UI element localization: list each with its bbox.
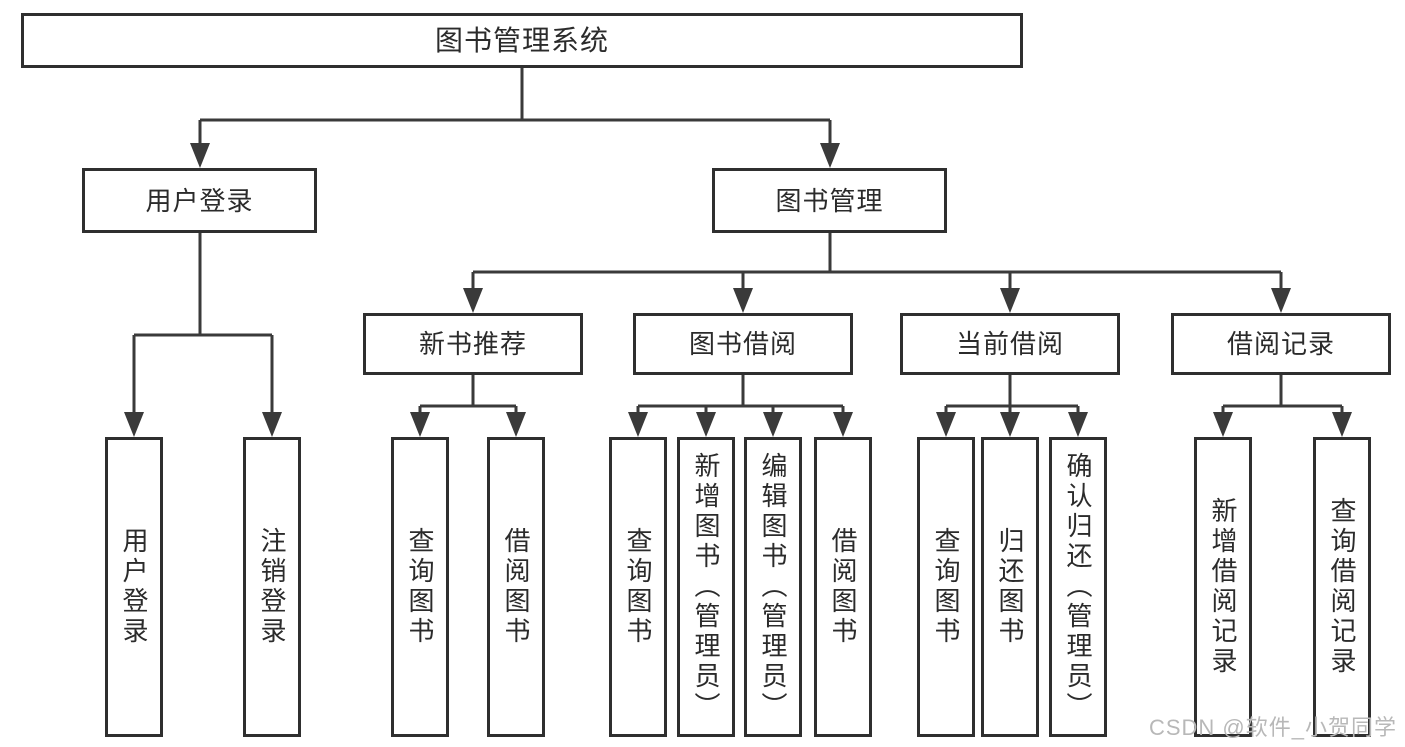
node-borrowing-records: 借阅记录 — [1171, 313, 1391, 375]
node-library-management-system: 图书管理系统 — [21, 13, 1023, 68]
leaf-borrow-books-borrowing: 借阅图书 — [814, 437, 872, 737]
leaf-logout: 注销登录 — [243, 437, 301, 737]
leaf-borrow-books-recommend: 借阅图书 — [487, 437, 545, 737]
node-book-management: 图书管理 — [712, 168, 947, 233]
leaf-add-book-admin: 新增图书（管理员） — [677, 437, 735, 737]
node-new-book-recommendation: 新书推荐 — [363, 313, 583, 375]
node-current-borrowing: 当前借阅 — [900, 313, 1120, 375]
leaf-return-book: 归还图书 — [981, 437, 1039, 737]
leaf-query-books-recommend: 查询图书 — [391, 437, 449, 737]
leaf-user-login: 用户登录 — [105, 437, 163, 737]
arrowheads — [124, 143, 1352, 437]
leaf-query-books-current: 查询图书 — [917, 437, 975, 737]
node-book-borrowing: 图书借阅 — [633, 313, 853, 375]
leaf-add-borrow-record: 新增借阅记录 — [1194, 437, 1252, 737]
watermark: CSDN @软件_小贺同学 — [1148, 715, 1397, 740]
leaf-confirm-return-admin: 确认归还（管理员） — [1049, 437, 1107, 737]
leaf-edit-book-admin: 编辑图书（管理员） — [744, 437, 802, 737]
node-user-login: 用户登录 — [82, 168, 317, 233]
leaf-query-borrow-record: 查询借阅记录 — [1313, 437, 1371, 737]
connector-lines — [132, 68, 1344, 415]
leaf-query-books-borrowing: 查询图书 — [609, 437, 667, 737]
